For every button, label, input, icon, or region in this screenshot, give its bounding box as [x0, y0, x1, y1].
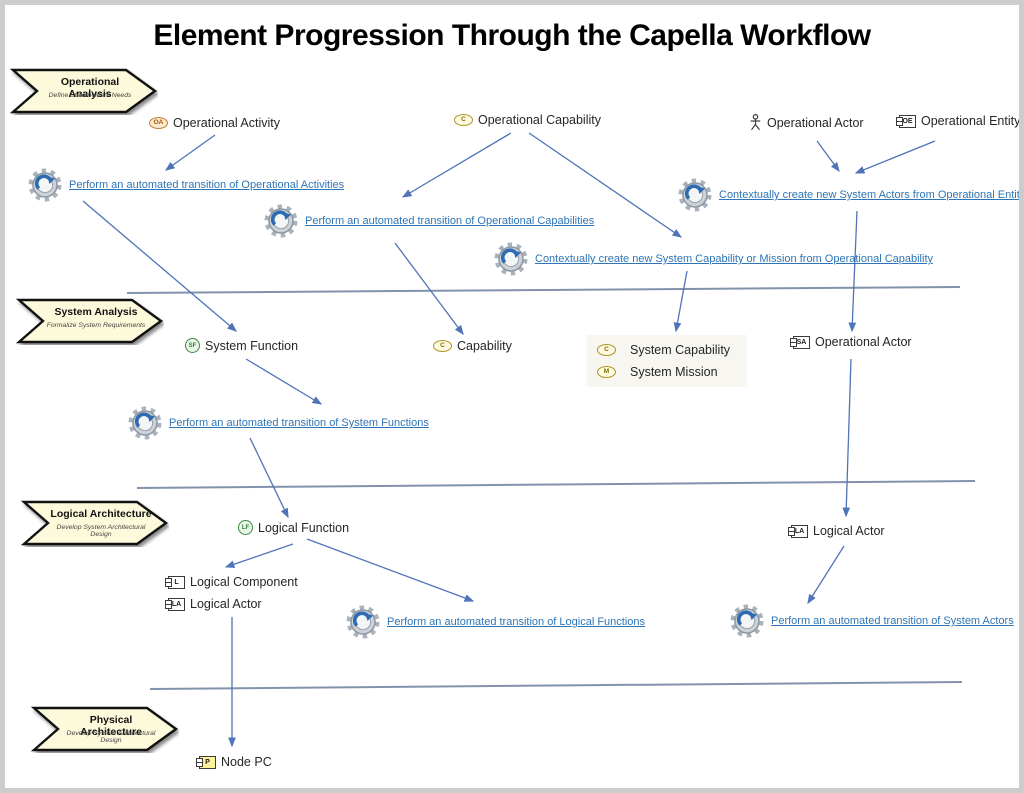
- transition-system-functions-link[interactable]: Perform an automated transition of Syste…: [169, 417, 429, 429]
- system-capability-icon: C: [597, 344, 616, 356]
- element-label: Node PC: [221, 755, 272, 769]
- element-logical-component: L Logical Component: [165, 575, 298, 589]
- banner-system-analysis: System Analysis Formalize System Require…: [16, 297, 164, 345]
- phase-name: System Analysis: [54, 306, 138, 318]
- action-create-system-capability: Contextually create new System Capabilit…: [491, 239, 933, 279]
- phase-name: Logical Architecture: [50, 508, 152, 520]
- element-operational-actor-sa: SA Operational Actor: [790, 335, 912, 349]
- banner-operational-analysis: Operational Analysis Define Stakeholders…: [10, 67, 158, 115]
- system-function-icon: SF: [185, 338, 200, 353]
- element-operational-actor-top: Operational Actor: [749, 114, 864, 131]
- phase-name: Physical Architecture: [80, 714, 142, 738]
- banner-logical-architecture: Logical Architecture Develop System Arch…: [21, 499, 169, 547]
- phase-subtitle: Develop System Architectural Design: [56, 524, 146, 538]
- gear-icon[interactable]: [343, 602, 383, 642]
- action-transition-system-functions: Perform an automated transition of Syste…: [125, 403, 429, 443]
- logical-actor-icon: LA: [165, 597, 185, 611]
- element-label: Logical Component: [190, 575, 298, 589]
- element-capability: C Capability: [433, 339, 512, 353]
- operational-capability-icon: C: [454, 114, 473, 126]
- element-logical-function: LF Logical Function: [238, 520, 349, 535]
- phase-subtitle: Develop System Architectural Design: [66, 730, 156, 744]
- logical-component-icon: L: [165, 575, 185, 589]
- element-operational-capability: C Operational Capability: [454, 113, 601, 127]
- action-create-system-actors: Contextually create new System Actors fr…: [675, 175, 1023, 215]
- gear-icon[interactable]: [261, 201, 301, 241]
- phase-subtitle: Define Stakeholders Needs: [48, 92, 132, 99]
- system-actor-icon: SA: [790, 335, 810, 349]
- create-system-actors-link[interactable]: Contextually create new System Actors fr…: [719, 189, 1023, 201]
- action-transition-logical-functions: Perform an automated transition of Logic…: [343, 602, 645, 642]
- element-label: Logical Function: [258, 520, 350, 535]
- operational-entity-icon: OE: [896, 114, 916, 128]
- operational-activity-icon: OA: [149, 117, 168, 129]
- element-operational-entity: OE Operational Entity: [896, 114, 1021, 128]
- element-operational-activity: OA Operational Activity: [149, 116, 280, 130]
- element-label: Operational Actor: [767, 115, 864, 130]
- element-label: Logical Actor: [190, 597, 262, 611]
- element-label: Operational Capability: [478, 113, 601, 127]
- element-logical-actor-right: LA Logical Actor: [788, 524, 885, 538]
- element-label: Operational Actor: [815, 335, 912, 349]
- element-label: System Function: [205, 338, 299, 353]
- element-label: Capability: [457, 339, 512, 353]
- gear-icon[interactable]: [675, 175, 715, 215]
- phase-subtitle: Formalize System Requirements: [46, 322, 146, 329]
- gear-icon[interactable]: [25, 165, 65, 205]
- transition-system-actors-link[interactable]: Perform an automated transition of Syste…: [771, 615, 1014, 627]
- element-label: System Capability: [630, 343, 731, 357]
- action-transition-operational-capabilities: Perform an automated transition of Opera…: [261, 201, 594, 241]
- gear-icon[interactable]: [125, 403, 165, 443]
- element-logical-actor-left: LA Logical Actor: [165, 597, 262, 611]
- element-system-function: SF System Function: [185, 338, 298, 353]
- element-label: System Mission: [630, 365, 718, 379]
- phase-name: Operational Analysis: [60, 76, 120, 100]
- element-node-pc: P Node PC: [196, 755, 272, 769]
- system-mission-icon: M: [597, 366, 616, 378]
- action-transition-operational-activities: Perform an automated transition of Opera…: [25, 165, 344, 205]
- create-system-capability-link[interactable]: Contextually create new System Capabilit…: [535, 253, 934, 265]
- node-icon: P: [196, 755, 216, 769]
- action-transition-system-actors: Perform an automated transition of Syste…: [727, 601, 1014, 641]
- transition-logical-functions-link[interactable]: Perform an automated transition of Logic…: [387, 616, 646, 628]
- page-title: Element Progression Through the Capella …: [153, 19, 871, 52]
- element-label: Operational Activity: [173, 116, 280, 130]
- system-capability-mission-panel: C System Capability M System Mission: [587, 335, 747, 387]
- banner-physical-architecture: Physical Architecture Develop System Arc…: [31, 705, 179, 753]
- logical-function-icon: LF: [238, 520, 253, 535]
- gear-icon[interactable]: [491, 239, 531, 279]
- element-label: Operational Entity: [921, 114, 1021, 128]
- panel-row-system-capability: C System Capability: [597, 343, 737, 357]
- logical-actor-icon: LA: [788, 524, 808, 538]
- transition-operational-capabilities-link[interactable]: Perform an automated transition of Opera…: [305, 215, 595, 227]
- gear-icon[interactable]: [727, 601, 767, 641]
- stick-figure-icon: [749, 114, 762, 131]
- element-label: Logical Actor: [813, 524, 885, 538]
- transition-operational-activities-link[interactable]: Perform an automated transition of Opera…: [69, 179, 345, 191]
- capability-icon: C: [433, 340, 452, 352]
- panel-row-system-mission: M System Mission: [597, 365, 737, 379]
